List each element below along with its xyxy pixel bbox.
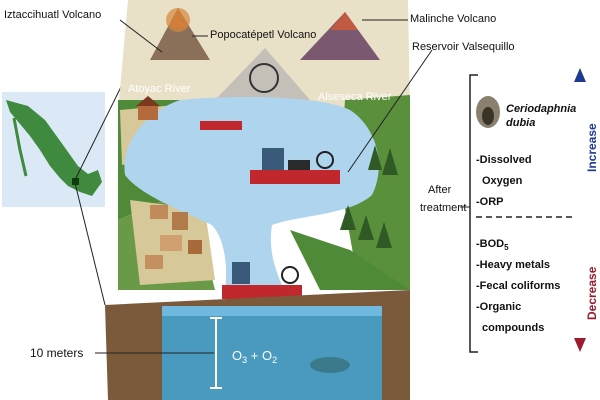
- houses-lower: [145, 205, 202, 269]
- underground-section: [105, 290, 410, 400]
- panel-bracket: [469, 74, 478, 353]
- callout-reservoir: [347, 49, 433, 173]
- ferris-wheel: [249, 63, 279, 93]
- after-treatment-panel: After treatment Ceriodaphnia dubia -Diss…: [420, 68, 599, 353]
- callout-iztaccihuatl: [119, 19, 163, 53]
- decrease-item-organic: -Organic: [476, 301, 521, 313]
- mexico-map-inset: [2, 92, 105, 207]
- treatment-boat-small: [200, 121, 242, 130]
- decrease-item-compounds: compounds: [482, 322, 544, 334]
- depth-bracket: [95, 317, 222, 389]
- callout-line-bottom: [74, 182, 106, 306]
- label-malinche-volcano: Malinche Volcano: [410, 13, 496, 25]
- after-treatment-line2: treatment: [420, 202, 466, 214]
- increase-label: Increase: [585, 123, 599, 172]
- label-10-meters: 10 meters: [30, 346, 83, 360]
- label-atoyac-river: Atoyac River: [128, 83, 191, 95]
- label-reservoir-valsequillo: Reservoir Valsequillo: [412, 41, 515, 53]
- increase-arrow-head: [574, 68, 586, 82]
- increase-item-oxygen: Oxygen: [482, 175, 523, 187]
- decrease-label: Decrease: [585, 266, 599, 320]
- volcano-smoke: [166, 8, 190, 32]
- decrease-item-fecal-coliforms: -Fecal coliforms: [476, 280, 560, 292]
- increase-item-dissolved: -Dissolved: [476, 154, 532, 166]
- label-iztaccihuatl-volcano: Iztaccihuatl Volcano: [4, 9, 101, 21]
- houses-upper: [136, 96, 160, 120]
- decrease-item-heavy-metals: -Heavy metals: [476, 259, 550, 271]
- puebla-location-marker: [72, 178, 79, 185]
- label-alseseca-river: Alseseca River: [318, 91, 392, 103]
- organism-name-line1: Ceriodaphnia: [506, 103, 576, 115]
- mountain-backdrop: [118, 0, 410, 112]
- treatment-boat-lower: [222, 262, 302, 299]
- decrease-arrow-head: [574, 338, 586, 352]
- label-ozone-oxygen: O3 + O2: [232, 348, 277, 365]
- forest-right: [340, 145, 398, 248]
- treatment-boat-upper: [250, 148, 340, 184]
- baja-california: [12, 117, 28, 177]
- label-popocatepetl-volcano: Popocatépetl Volcano: [210, 29, 316, 41]
- reservoir-water: [124, 97, 379, 293]
- after-treatment-line1: After: [428, 184, 452, 196]
- increase-item-orp: -ORP: [476, 196, 504, 208]
- mexico-shape: [6, 100, 102, 196]
- decrease-item-bod: -BOD5: [476, 238, 509, 252]
- organism-name-line2: dubia: [506, 117, 535, 129]
